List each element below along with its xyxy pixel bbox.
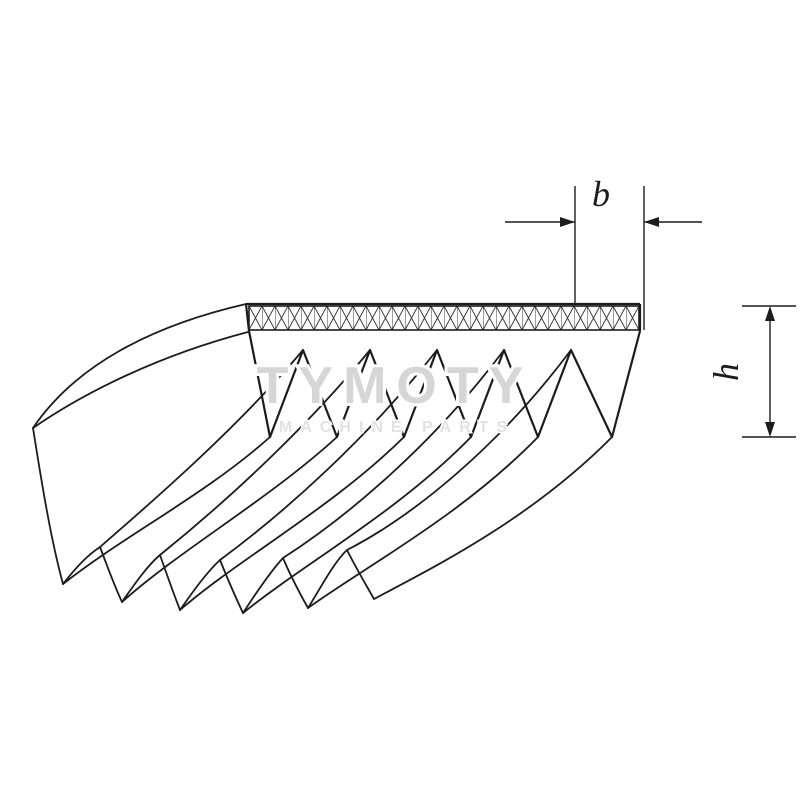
dimension-h: h <box>706 305 796 438</box>
dimension-h-label: h <box>706 363 746 381</box>
watermark: TYMOTY MACHINE PARTS <box>254 354 534 438</box>
dimension-b-label: b <box>592 174 610 214</box>
back-band-curves <box>32 303 249 585</box>
arrow-right-icon <box>560 217 575 227</box>
watermark-subtitle: MACHINE PARTS <box>279 419 515 436</box>
watermark-title: TYMOTY <box>257 357 534 415</box>
belt-drawing <box>32 302 642 614</box>
hatched-band <box>248 305 640 331</box>
dimension-b: b <box>505 174 702 330</box>
arrow-left-icon <box>644 217 659 227</box>
rib-end-tips <box>62 546 375 614</box>
rib-perspective-curves <box>62 349 613 614</box>
arrow-down-icon <box>765 422 775 437</box>
arrow-up-icon <box>765 306 775 321</box>
